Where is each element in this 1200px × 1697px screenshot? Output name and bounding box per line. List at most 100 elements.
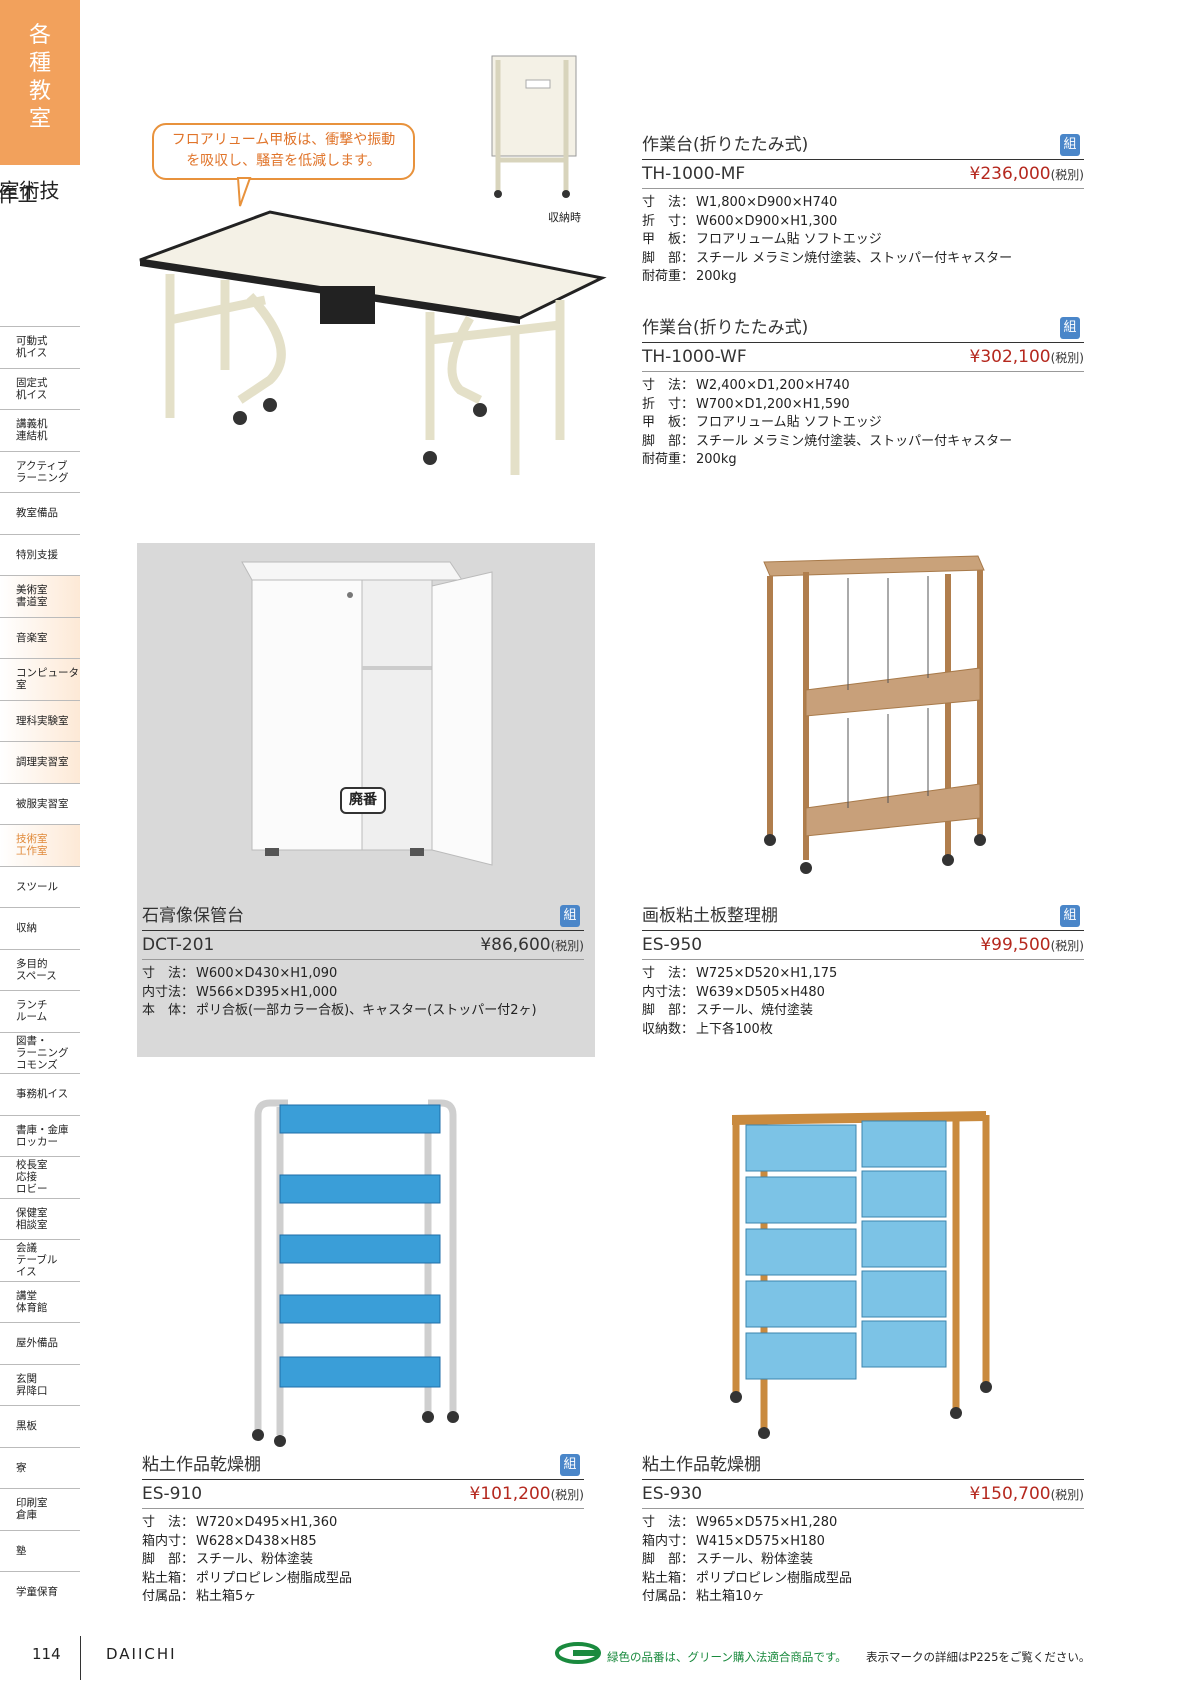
- product-price-group: ¥101,200(税別): [470, 1484, 585, 1504]
- nav-item[interactable]: ランチ ルーム: [0, 990, 80, 1032]
- spec-value: W566×D395×H1,000: [196, 984, 338, 1000]
- product-price-group: ¥302,100(税別): [970, 347, 1085, 367]
- spec-label: 寸 法：: [142, 966, 195, 981]
- assembly-badge: 組: [560, 905, 580, 927]
- product-price: ¥236,000: [969, 164, 1051, 184]
- nav-item[interactable]: 講堂 体育館: [0, 1280, 80, 1323]
- nav-item[interactable]: 塾: [0, 1529, 80, 1572]
- folded-label: 収納時: [548, 211, 581, 224]
- nav-item[interactable]: 理科実験室: [0, 699, 80, 741]
- spec-row: 脚 部：スチール メラミン焼付塗装、ストッパー付キャスター: [642, 433, 1084, 452]
- nav-item[interactable]: 美術室 書道室: [0, 575, 80, 617]
- category-char: 教: [28, 79, 51, 104]
- spec-value: ポリプロピレン樹脂成型品: [196, 1570, 353, 1586]
- spec-label: 耐荷重：: [642, 452, 695, 467]
- nav-item[interactable]: 被服実習室: [0, 782, 80, 825]
- spec-label: 寸 法：: [142, 1515, 195, 1530]
- nav-item[interactable]: 調理実習室: [0, 741, 80, 783]
- nav-item[interactable]: 図書・ ラーニング コモンズ: [0, 1031, 80, 1074]
- spec-label: 寸 法：: [642, 378, 695, 393]
- spec-value: スチール、粉体塗装: [696, 1552, 814, 1567]
- nav-item[interactable]: 会議 テーブル イス: [0, 1239, 80, 1281]
- spec-label: 脚 部：: [642, 250, 695, 266]
- nav-item[interactable]: 黒板: [0, 1405, 80, 1447]
- spec-label: 脚 部：: [142, 1552, 195, 1567]
- nav-item[interactable]: 寮: [0, 1446, 80, 1489]
- nav-item[interactable]: 学童保育: [0, 1571, 80, 1613]
- spec-value: スチール メラミン焼付塗装、ストッパー付キャスター: [696, 433, 1013, 449]
- spec-value: ポリ合板(一部カラー合板)、キャスター(ストッパー付2ヶ): [196, 1003, 537, 1018]
- spec-row: 付属品：粘土箱10ヶ: [642, 1588, 1084, 1607]
- nav-item[interactable]: 技術室 工作室: [0, 824, 80, 866]
- spec-row: 脚 部：スチール、粉体塗装: [642, 1551, 1084, 1570]
- brand-name: DAIICHI: [106, 1645, 177, 1663]
- nav-item[interactable]: 固定式 机イス: [0, 367, 80, 410]
- folding-table-image: [139, 210, 607, 475]
- spec-value: W628×D438×H85: [196, 1533, 317, 1549]
- product-code-row: TH-1000-WF¥302,100(税別): [642, 342, 1084, 372]
- nav-item[interactable]: 多目的 スペース: [0, 948, 80, 991]
- product-name-text: 粘土作品乾燥棚: [642, 1455, 761, 1475]
- spec-row: 甲 板：フロアリューム貼 ソフトエッジ: [642, 231, 1084, 250]
- board-rack-image: [763, 555, 986, 874]
- nav-item[interactable]: 特別支援: [0, 533, 80, 576]
- product-code-row: ES-930¥150,700(税別): [642, 1479, 1084, 1509]
- nav-item[interactable]: 書庫・金庫 ロッカー: [0, 1114, 80, 1157]
- nav-item[interactable]: 校長室 応接 ロビー: [0, 1156, 80, 1198]
- nav-item[interactable]: 講義机 連結机: [0, 409, 80, 451]
- nav-item[interactable]: コンピュータ室: [0, 658, 80, 700]
- spec-label: 内寸法：: [642, 984, 695, 1000]
- tax-label: (税別): [1050, 168, 1084, 182]
- subtitle-col-2: 技術室: [0, 180, 60, 200]
- tax-label: (税別): [1050, 1488, 1084, 1502]
- spec-row: 寸 法：W2,400×D1,200×H740: [642, 377, 1084, 396]
- nav-item[interactable]: 保健室 相談室: [0, 1197, 80, 1240]
- product-price: ¥101,200: [469, 1484, 551, 1504]
- product-code: TH-1000-MF: [642, 164, 746, 184]
- spec-value: 上下各100枚: [696, 1021, 773, 1037]
- nav-item[interactable]: スツール: [0, 865, 80, 908]
- spec-value: W725×D520×H1,175: [696, 966, 838, 981]
- spec-row: 粘土箱：ポリプロピレン樹脂成型品: [142, 1570, 584, 1589]
- spec-label: 甲 板：: [642, 232, 695, 247]
- spec-row: 収納数：上下各100枚: [642, 1021, 1084, 1040]
- spec-label: 折 寸：: [642, 396, 695, 412]
- category-tab[interactable]: 各 種 教 室: [0, 0, 80, 165]
- tax-label: (税別): [550, 939, 584, 953]
- nav-item[interactable]: アクティブ ラーニング: [0, 450, 80, 493]
- spec-row: 内寸法：W639×D505×H480: [642, 984, 1084, 1003]
- spec-row: 内寸法：W566×D395×H1,000: [142, 984, 584, 1003]
- spec-value: フロアリューム貼 ソフトエッジ: [696, 415, 882, 430]
- nav-item[interactable]: 屋外備品: [0, 1322, 80, 1364]
- spec-value: 200kg: [696, 452, 737, 467]
- spec-row: 本 体：ポリ合板(一部カラー合板)、キャスター(ストッパー付2ヶ): [142, 1002, 584, 1021]
- product-price-group: ¥236,000(税別): [970, 164, 1085, 184]
- product-code: ES-930: [642, 1484, 703, 1504]
- folded-table-image: [491, 55, 577, 198]
- spec-row: 甲 板：フロアリューム貼 ソフトエッジ: [642, 414, 1084, 433]
- nav-item[interactable]: 教室備品: [0, 492, 80, 534]
- product-name: 作業台(折りたたみ式)組: [642, 314, 1084, 342]
- tax-label: (税別): [1050, 939, 1084, 953]
- nav-item[interactable]: 事務机イス: [0, 1073, 80, 1115]
- nav-item[interactable]: 可動式 机イス: [0, 326, 80, 368]
- nav-item[interactable]: 収納: [0, 907, 80, 949]
- product-price: ¥86,600: [480, 935, 551, 955]
- product-name-text: 作業台(折りたたみ式): [642, 318, 809, 338]
- nav-item[interactable]: 音楽室: [0, 616, 80, 658]
- drying-rack-crate-image: [730, 1111, 992, 1439]
- nav-item[interactable]: 印刷室 倉庫: [0, 1488, 80, 1530]
- product-price: ¥99,500: [980, 935, 1051, 955]
- spec-value: スチール、粉体塗装: [196, 1552, 314, 1567]
- nav-item[interactable]: 玄関 昇降口: [0, 1363, 80, 1406]
- assembly-badge: 組: [1060, 905, 1080, 927]
- footer-divider: [80, 1636, 81, 1680]
- callout-text: フロアリューム甲板は、衝撃や振動 を吸収し、騒音を低減します。: [171, 132, 396, 169]
- product-name-text: 作業台(折りたたみ式): [642, 135, 809, 155]
- product-name-text: 粘土作品乾燥棚: [142, 1455, 261, 1475]
- spec-label: 粘土箱：: [142, 1570, 195, 1586]
- spec-label: 脚 部：: [642, 1003, 695, 1018]
